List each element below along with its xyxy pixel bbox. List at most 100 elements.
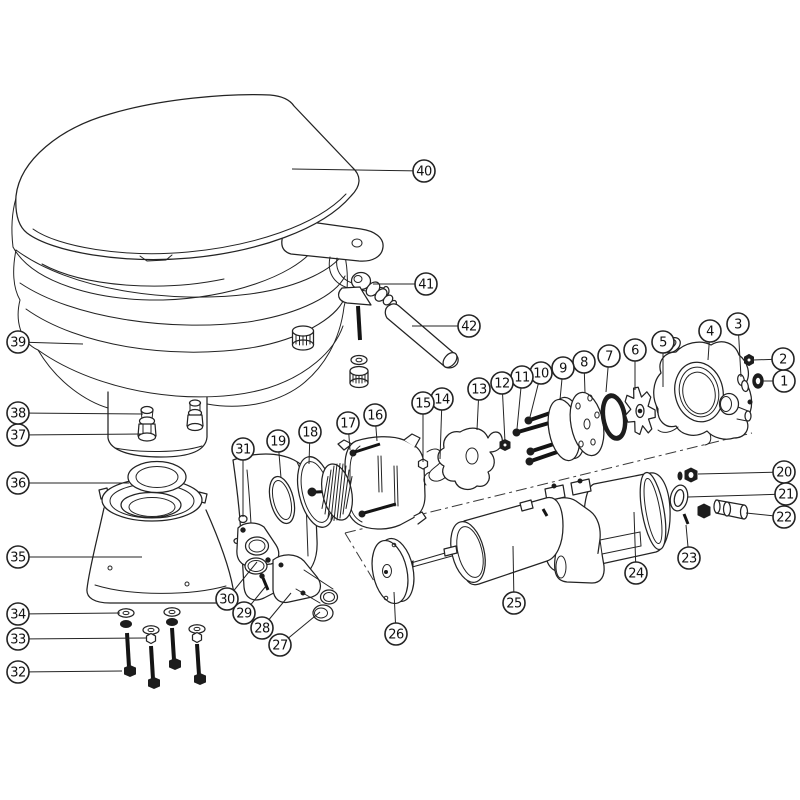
balloon-17 <box>336 411 360 435</box>
balloon-33 <box>6 627 30 651</box>
callout-10: 10 <box>529 361 553 418</box>
callout-11: 11 <box>510 365 534 430</box>
o-ring-19 <box>268 475 296 525</box>
balloon-34 <box>6 602 30 626</box>
balloon-number-29: 29 <box>236 607 252 622</box>
discharge-assembly <box>236 522 339 622</box>
balloon-31 <box>231 437 255 461</box>
balloon-number-2: 2 <box>779 353 787 368</box>
balloon-number-33: 33 <box>10 633 26 648</box>
leader-line-21 <box>687 493 787 498</box>
discharge-elbow-28 <box>272 554 322 604</box>
toilet-base <box>86 478 234 604</box>
balloon-32 <box>6 660 30 684</box>
balloon-number-11: 11 <box>514 371 530 386</box>
callout-20: 20 <box>697 460 796 484</box>
balloon-number-32: 32 <box>10 666 26 681</box>
hex-nut-22 <box>697 503 711 519</box>
balloon-39 <box>6 330 30 354</box>
balloon-number-40: 40 <box>416 165 432 180</box>
callout-4: 4 <box>698 319 722 361</box>
screw-29 <box>259 573 265 579</box>
balloon-35 <box>6 545 30 569</box>
callout-23: 23 <box>677 524 701 570</box>
balloon-26 <box>384 622 408 646</box>
balloon-23 <box>677 546 701 570</box>
balloon-28 <box>250 616 274 640</box>
balloon-number-24: 24 <box>628 567 644 582</box>
balloon-15 <box>411 391 435 415</box>
balloon-number-4: 4 <box>706 325 714 340</box>
callout-17: 17 <box>336 411 360 451</box>
callout-29: 29 <box>232 585 267 625</box>
callout-35: 35 <box>6 545 142 569</box>
shaft-bolt <box>307 487 317 497</box>
toilet-seat <box>11 197 314 301</box>
balloon-41 <box>414 272 438 296</box>
callout-5: 5 <box>651 330 675 387</box>
balloon-25 <box>502 591 526 615</box>
callout-33: 33 <box>6 627 148 651</box>
balloon-number-1: 1 <box>780 375 788 390</box>
callout-6: 6 <box>623 338 647 390</box>
balloon-24 <box>624 561 648 585</box>
handle-tube-42 <box>384 303 459 369</box>
balloon-number-41: 41 <box>418 278 434 293</box>
balloon-number-34: 34 <box>10 608 26 623</box>
balloon-36 <box>6 471 30 495</box>
balloon-number-8: 8 <box>580 356 588 371</box>
balloon-number-35: 35 <box>10 551 26 566</box>
motor-assembly <box>371 471 671 605</box>
balloon-number-20: 20 <box>776 466 792 481</box>
callout-34: 34 <box>6 602 121 626</box>
callout-18: 18 <box>298 420 322 465</box>
balloon-number-5: 5 <box>659 336 667 351</box>
balloon-number-25: 25 <box>506 597 522 612</box>
balloon-number-23: 23 <box>681 552 697 567</box>
balloon-number-26: 26 <box>388 628 404 643</box>
washer <box>350 354 368 366</box>
leader-line-37 <box>17 433 142 436</box>
balloon-number-42: 42 <box>461 320 477 335</box>
toilet-bowl <box>13 249 348 458</box>
leader-line-33 <box>17 637 148 640</box>
balloon-5 <box>651 330 675 354</box>
balloon-13 <box>467 377 491 401</box>
balloon-number-12: 12 <box>494 377 510 392</box>
knurled-knob <box>291 325 315 351</box>
callout-12: 12 <box>490 371 514 443</box>
pump-head <box>653 336 764 446</box>
callout-41: 41 <box>373 272 438 296</box>
balloon-7 <box>597 344 621 368</box>
balloon-38 <box>6 401 30 425</box>
callout-25: 25 <box>502 545 526 615</box>
balloon-3 <box>726 312 750 336</box>
balloon-number-14: 14 <box>434 393 450 408</box>
callout-42: 42 <box>412 314 481 338</box>
balloon-number-31: 31 <box>235 443 251 458</box>
threaded-rod <box>356 305 362 341</box>
impeller-6 <box>624 386 656 436</box>
balloon-number-28: 28 <box>254 622 270 637</box>
balloon-42 <box>457 314 481 338</box>
flush-fitting-group <box>291 271 459 389</box>
balloon-number-17: 17 <box>340 417 356 432</box>
callout-9: 9 <box>551 356 575 401</box>
leader-line-40 <box>291 168 425 172</box>
balloon-21 <box>774 482 798 506</box>
balloon-number-36: 36 <box>10 477 26 492</box>
o-ring-7 <box>600 393 628 441</box>
balloon-number-19: 19 <box>270 435 286 450</box>
callout-3: 3 <box>726 312 750 378</box>
impeller-13 <box>437 427 504 491</box>
balloon-number-13: 13 <box>471 383 487 398</box>
balloon-16 <box>363 403 387 427</box>
balloon-number-27: 27 <box>272 639 288 654</box>
balloon-number-22: 22 <box>776 511 792 526</box>
balloon-19 <box>266 429 290 453</box>
balloon-number-18: 18 <box>302 426 318 441</box>
balloon-number-38: 38 <box>10 407 26 422</box>
callout-22: 22 <box>745 505 796 529</box>
callouts: 1234567891011121314151617181920212223242… <box>6 159 798 684</box>
